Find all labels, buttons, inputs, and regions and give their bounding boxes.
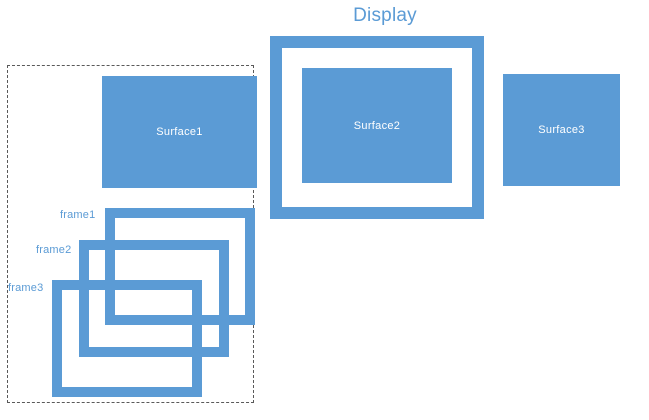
frame1-label: frame1 [60, 209, 96, 221]
frame2-label: frame2 [36, 244, 72, 256]
page-title: Display [353, 5, 417, 26]
surface3-label: Surface3 [538, 124, 585, 136]
surface3-box[interactable]: Surface3 [503, 74, 620, 186]
surface2-box[interactable]: Surface2 [302, 68, 452, 183]
frame3-label: frame3 [8, 282, 44, 294]
surface1-box[interactable]: Surface1 [102, 76, 257, 188]
frame1-ring[interactable] [105, 208, 255, 325]
display-frame [270, 36, 484, 219]
surface2-label: Surface2 [353, 119, 401, 132]
surface1-label: Surface1 [156, 126, 203, 138]
frame3-ring[interactable] [52, 280, 202, 397]
frame2-ring[interactable] [79, 240, 229, 357]
